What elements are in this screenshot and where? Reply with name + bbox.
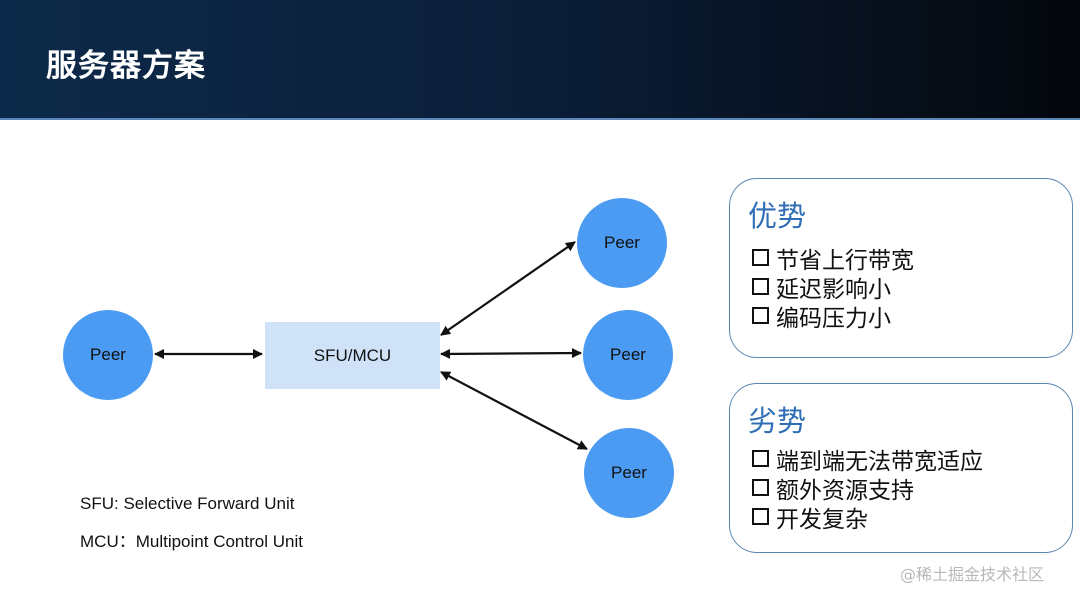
advantages-title: 优势	[748, 199, 807, 233]
header-divider	[0, 118, 1080, 120]
list-item: 开发复杂	[752, 502, 983, 533]
checkbox-square-icon	[752, 278, 769, 295]
peer-node-bottom-right: Peer	[584, 428, 674, 518]
checkbox-square-icon	[752, 307, 769, 324]
peer-node-top-right: Peer	[577, 198, 667, 288]
advantage-item-label: 编码压力小	[776, 305, 891, 332]
header-bar	[0, 0, 1080, 118]
arrow-server-peer-middle	[440, 348, 582, 359]
advantages-panel: 优势 节省上行带宽 延迟影响小 编码压力小	[729, 178, 1073, 358]
disadvantage-item-label: 端到端无法带宽适应	[776, 448, 983, 475]
list-item: 编码压力小	[752, 301, 914, 332]
disadvantage-item-label: 额外资源支持	[776, 477, 914, 504]
advantage-item-label: 延迟影响小	[776, 276, 891, 303]
list-item: 节省上行带宽	[752, 243, 914, 274]
arrow-server-peer-bottom	[440, 371, 588, 450]
checkbox-square-icon	[752, 249, 769, 266]
sfu-mcu-server-node: SFU/MCU	[265, 322, 440, 389]
list-item: 端到端无法带宽适应	[752, 444, 983, 475]
legend-sfu: SFU: Selective Forward Unit	[80, 494, 295, 513]
checkbox-square-icon	[752, 508, 769, 525]
peer-node-middle-right: Peer	[583, 310, 673, 400]
disadvantages-title: 劣势	[748, 404, 807, 438]
list-item: 延迟影响小	[752, 272, 914, 303]
disadvantages-panel: 劣势 端到端无法带宽适应 额外资源支持 开发复杂	[729, 383, 1073, 553]
checkbox-square-icon	[752, 450, 769, 467]
disadvantage-item-label: 开发复杂	[776, 506, 868, 533]
list-item: 额外资源支持	[752, 473, 983, 504]
peer-node-left: Peer	[63, 310, 153, 400]
advantages-list: 节省上行带宽 延迟影响小 编码压力小	[752, 243, 914, 332]
checkbox-square-icon	[752, 479, 769, 496]
disadvantages-list: 端到端无法带宽适应 额外资源支持 开发复杂	[752, 444, 983, 533]
advantage-item-label: 节省上行带宽	[776, 247, 914, 274]
page-title: 服务器方案	[46, 48, 206, 84]
arrow-server-peer-top	[440, 241, 576, 336]
watermark: @稀土掘金技术社区	[900, 565, 1045, 584]
legend-mcu: MCU：Multipoint Control Unit	[80, 532, 303, 551]
